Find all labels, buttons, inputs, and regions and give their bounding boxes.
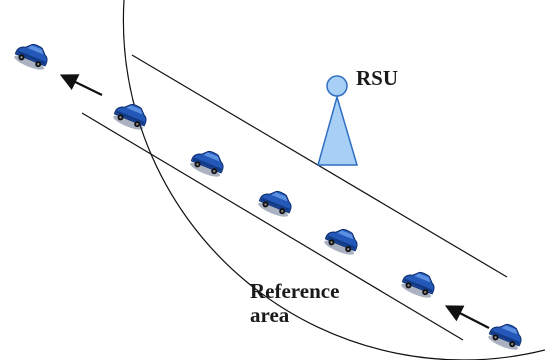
car-icon [399, 266, 439, 301]
coverage-area-arc [122, 0, 545, 360]
car-icon [188, 145, 228, 180]
reference-area-label-line1: Reference [250, 279, 339, 303]
rsu-label: RSU [356, 66, 398, 90]
car-icon [486, 318, 526, 353]
car-icon [322, 223, 362, 258]
car-icon [12, 38, 52, 73]
car-icon [256, 185, 296, 220]
car-icon [111, 98, 151, 133]
exit-arrow [59, 74, 103, 96]
rsu-antenna-icon [317, 75, 359, 166]
reference-area-label-line2: area [250, 303, 290, 327]
entry-arrow [444, 305, 490, 329]
road-edge-upper [131, 54, 508, 278]
road-edge-lower [81, 112, 464, 341]
